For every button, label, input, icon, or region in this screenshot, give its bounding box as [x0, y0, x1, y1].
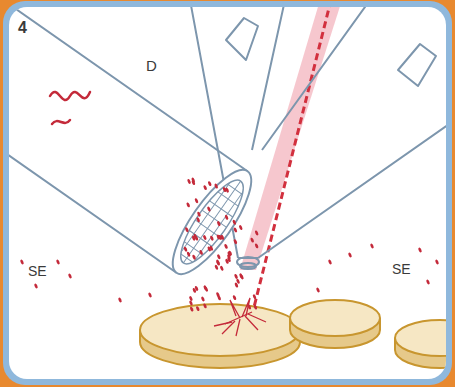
droplet [186, 251, 191, 257]
droplet [184, 227, 189, 233]
dish-top [395, 320, 446, 356]
droplet [197, 211, 202, 217]
mosquito [214, 298, 266, 336]
droplet [219, 265, 224, 271]
droplet [34, 283, 39, 289]
droplet [192, 254, 197, 260]
droplet [189, 306, 194, 312]
spray-tube [9, 7, 264, 284]
droplet [250, 237, 255, 243]
droplet [236, 278, 241, 284]
droplet [207, 181, 212, 187]
mesh-rim [171, 172, 253, 271]
droplet [217, 295, 222, 301]
droplet [207, 206, 212, 212]
part-label: D [146, 58, 157, 73]
droplet [195, 306, 200, 312]
droplet [232, 295, 237, 301]
droplet [202, 235, 207, 241]
droplet [232, 219, 237, 225]
tube-end [160, 160, 264, 285]
white-panel [9, 7, 446, 379]
mesh-grid [171, 172, 253, 271]
droplet [214, 183, 219, 189]
droplet [56, 259, 61, 265]
device-slot [226, 18, 258, 60]
droplet [222, 187, 227, 193]
droplet [348, 252, 353, 258]
dish-top [290, 300, 380, 336]
droplet [253, 304, 258, 310]
droplet [194, 198, 199, 204]
droplet [189, 296, 194, 302]
droplet [216, 254, 221, 260]
blue-frame [3, 1, 452, 385]
droplet [239, 273, 244, 279]
droplet [224, 243, 229, 249]
droplet [203, 285, 208, 291]
droplet [201, 296, 206, 302]
droplet [370, 243, 375, 249]
droplet [254, 230, 259, 236]
droplet [328, 259, 333, 265]
droplet [187, 179, 192, 185]
nozzle-tip [240, 263, 256, 269]
droplet [183, 246, 188, 252]
droplet [203, 185, 208, 191]
droplet [418, 247, 423, 253]
droplet [209, 235, 214, 241]
droplet [218, 234, 223, 240]
tube-marking [50, 92, 90, 124]
droplet [203, 303, 208, 309]
droplet [233, 227, 238, 233]
droplet [207, 246, 212, 252]
panel-number: 4 [18, 20, 27, 36]
droplet [252, 294, 257, 300]
droplet [191, 177, 196, 183]
droplet [316, 287, 321, 293]
part-label: SE [392, 262, 411, 276]
droplet [426, 279, 431, 285]
device-slot [398, 44, 436, 86]
droplet [227, 257, 232, 263]
part-label: SE [28, 264, 47, 278]
droplet [194, 235, 199, 241]
laser-beam [247, 7, 331, 335]
spray-droplets [20, 177, 440, 312]
droplet [254, 243, 259, 249]
droplet [214, 264, 219, 270]
mosquito-legs [214, 314, 266, 336]
dish-top [140, 304, 300, 356]
droplet [224, 214, 229, 220]
droplet [189, 300, 194, 306]
droplet [118, 297, 123, 303]
droplet [20, 259, 25, 265]
mosquito-wings [230, 298, 250, 318]
droplet [216, 259, 221, 265]
droplet [192, 287, 197, 293]
droplet [435, 259, 440, 265]
droplet [148, 292, 153, 298]
dishes [140, 300, 446, 368]
droplet [216, 221, 221, 227]
droplet [196, 217, 201, 223]
droplet [247, 304, 252, 310]
droplet [186, 202, 191, 208]
droplet [238, 225, 243, 231]
droplet [233, 239, 238, 245]
droplet [199, 249, 204, 255]
droplet [234, 274, 239, 280]
device-ridge [252, 7, 370, 150]
droplet [68, 273, 73, 279]
